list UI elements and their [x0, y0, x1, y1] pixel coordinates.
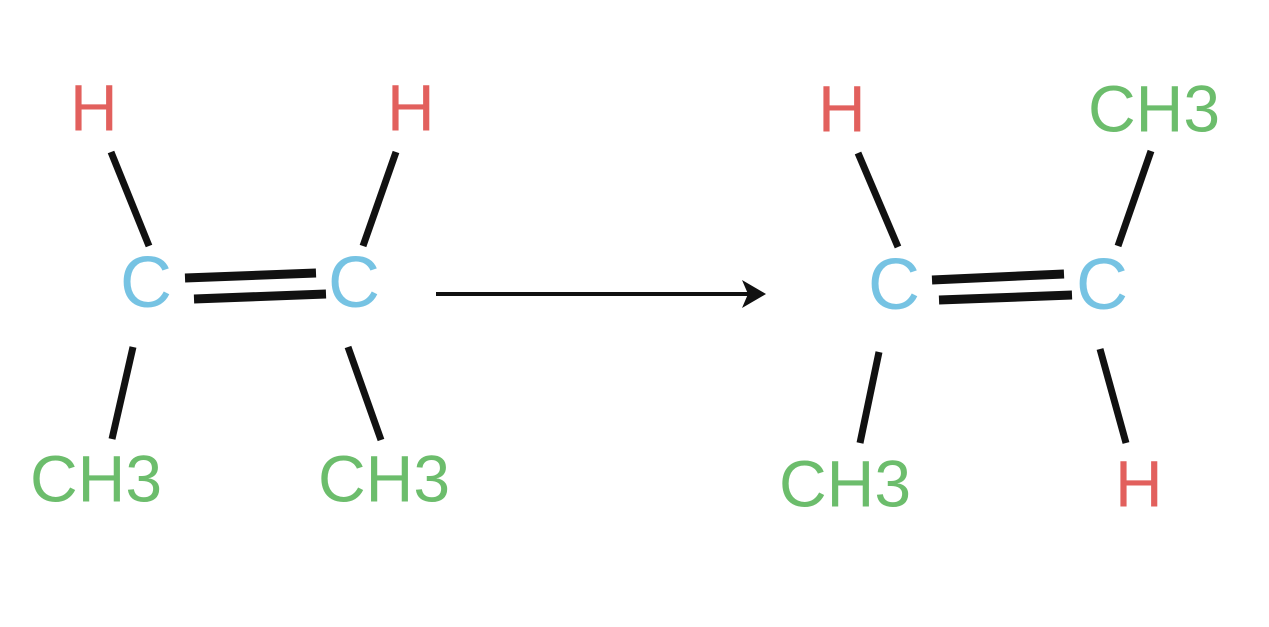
atom-label-ch3-bottom-right: CH3 — [318, 441, 450, 515]
double-bond-line-upper — [931, 269, 1065, 285]
atom-label-carbon-right: C — [1076, 245, 1128, 325]
molecule-reactant[interactable]: H H C C CH3 CH3 — [30, 70, 450, 515]
double-bond-c-c — [931, 269, 1073, 305]
bond-left-carbon-to-h — [107, 150, 153, 248]
atom-label-h-top-left: H — [70, 70, 118, 144]
reactant-bonds — [107, 150, 400, 442]
bond-left-carbon-to-ch3 — [856, 351, 883, 444]
bond-right-carbon-to-h — [1096, 348, 1130, 444]
bond-right-carbon-to-h — [359, 150, 400, 248]
atom-label-carbon-left: C — [868, 245, 920, 325]
product-bonds — [854, 149, 1155, 444]
atom-label-h-bottom-right: H — [1115, 446, 1163, 520]
atom-label-h-top-right: H — [387, 70, 435, 144]
atom-label-h-top-left: H — [818, 71, 866, 145]
reaction-arrow[interactable] — [436, 280, 766, 308]
bond-right-carbon-to-ch3 — [344, 345, 385, 442]
bond-right-carbon-to-ch3 — [1114, 149, 1155, 248]
reaction-arrow-head — [742, 280, 766, 308]
molecule-product[interactable]: H CH3 C C CH3 H — [779, 71, 1220, 520]
double-bond-line-lower — [193, 289, 327, 304]
double-bond-c-c — [184, 268, 327, 304]
double-bond-line-lower — [938, 290, 1073, 305]
atom-label-ch3-top-right: CH3 — [1088, 71, 1220, 145]
atom-label-ch3-bottom-left: CH3 — [779, 446, 911, 520]
double-bond-line-upper — [184, 268, 317, 283]
bond-left-carbon-to-h — [854, 151, 902, 249]
atom-label-carbon-right: C — [328, 243, 380, 323]
atom-label-ch3-bottom-left: CH3 — [30, 441, 162, 515]
bond-left-carbon-to-ch3 — [108, 346, 137, 440]
atom-label-carbon-left: C — [120, 243, 172, 323]
